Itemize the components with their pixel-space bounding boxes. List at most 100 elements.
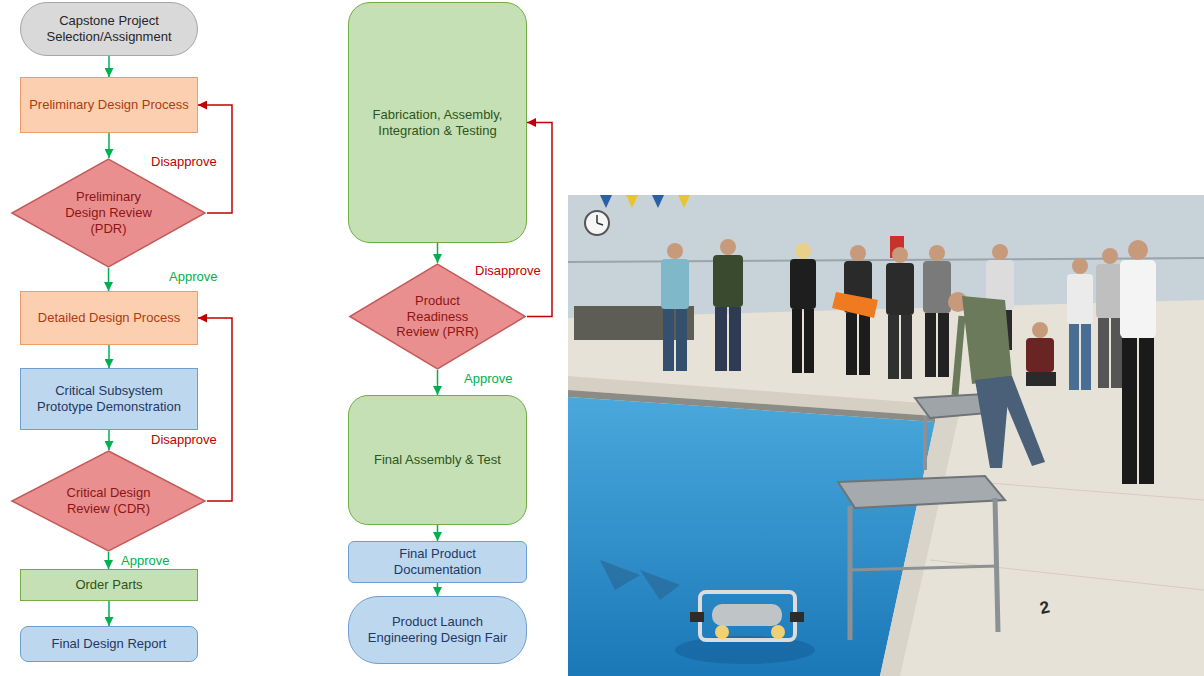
underwater-robot-part [771,625,785,639]
edge-label: Disapprove [474,264,542,279]
underwater-robot-part [700,592,795,640]
person-part [925,313,936,377]
person-part [892,247,908,263]
start-terminal: Capstone Project Selection/Assignment [20,2,198,56]
diamond-shape [12,451,205,551]
person [661,243,689,371]
pool-water [568,376,960,676]
wall-clock-part [596,215,598,223]
pool-photo [568,195,1204,676]
leaning-person [948,292,1045,468]
decision-diamond: Product Readiness Review (PRR) [348,263,527,370]
starting-block [838,394,1005,640]
person-part [661,259,689,309]
leaning-person-part [962,296,1012,384]
process-box: Critical Subsystem Prototype Demonstrati… [20,368,198,430]
person-part [1098,318,1109,388]
node-text: Critical Design Review (CDR) [59,485,159,517]
terminal-box: Final Design Report [20,626,198,662]
decision-diamond: Preliminary Design Review (PDR) [10,158,207,268]
starting-block-part [848,506,853,640]
person-part [859,313,870,375]
person-part [850,245,866,261]
edge-label: Disapprove [150,433,218,448]
person [713,239,743,371]
edge-label: Approve [168,270,218,285]
process-box: Final Product Documentation [348,541,527,583]
process-box: Preliminary Design Process [20,77,198,133]
wall-clock-part [585,211,609,235]
person-part [804,309,814,373]
wall-clock-part [597,223,603,225]
person-part [792,309,802,373]
person-part [886,263,914,315]
flow-arrow [527,123,552,317]
leaning-person-part [995,376,1045,466]
person-part [938,313,949,377]
node-text: Final Assembly & Test [374,452,501,468]
person [1026,322,1056,386]
person [923,245,951,377]
person-part [1072,258,1088,274]
person-part [1122,338,1137,484]
starting-block-part [850,566,998,570]
leaning-person-part [955,316,962,395]
person [1067,258,1093,390]
person [832,245,878,375]
person [1096,248,1124,388]
pool-deck-part [568,300,1204,676]
person-part [1120,260,1156,338]
underwater-robot-part [600,560,640,590]
flow-arrow [437,525,439,541]
person-part [846,313,857,375]
flow-arrow [108,56,110,77]
person-part [1128,240,1148,260]
flow-arrow [198,318,232,501]
node-text: Order Parts [75,577,142,593]
wall-part [678,195,690,208]
diamond-shape [350,264,525,369]
flow-arrow [108,430,110,450]
node-text: Product Readiness Review (PRR) [392,293,484,341]
edge-label: Approve [463,372,513,387]
starting-block-part [923,416,927,470]
person-part [729,307,741,371]
flow-arrow [108,345,110,368]
person-part [901,315,912,379]
person-part [1067,274,1093,324]
person-part [720,239,736,255]
person-part [795,243,811,259]
flow-arrow [108,601,110,626]
process-box: Fabrication, Assembly, Integration & Tes… [348,2,527,243]
node-text: Capstone Project Selection/Assignment [37,13,181,45]
lane-number: 2 [1038,597,1051,619]
underwater-robot-part [640,570,680,600]
pool-deck-part [930,560,1204,590]
flow-arrow [108,133,110,158]
decision-diamond: Critical Design Review (CDR) [10,450,207,552]
person-part [713,255,743,307]
diamond-shape [12,159,205,267]
node-text: Final Product Documentation [357,546,518,578]
underwater-robot-part [690,612,704,622]
node-text: Preliminary Design Review (PDR) [59,189,159,237]
node-text: Product Launch Engineering Design Fair [363,614,512,646]
flow-arrow [108,552,110,569]
wall-part [626,195,638,208]
pool-water-part [568,397,935,676]
person [790,243,816,373]
node-text: Preliminary Design Process [29,97,189,113]
pool-deck [568,300,1204,676]
node-text: Detailed Design Process [38,310,180,326]
person-part [923,261,951,313]
person-part [715,307,727,371]
flow-arrow [437,583,439,596]
terminal-box: Product Launch Engineering Design Fair [348,596,527,664]
underwater-robot [600,560,815,664]
starting-block-part [838,476,1005,508]
pool-water-part [880,404,960,676]
person-part [667,243,683,259]
person-part [1102,248,1118,264]
person [1120,240,1156,484]
person-part [1139,338,1154,484]
